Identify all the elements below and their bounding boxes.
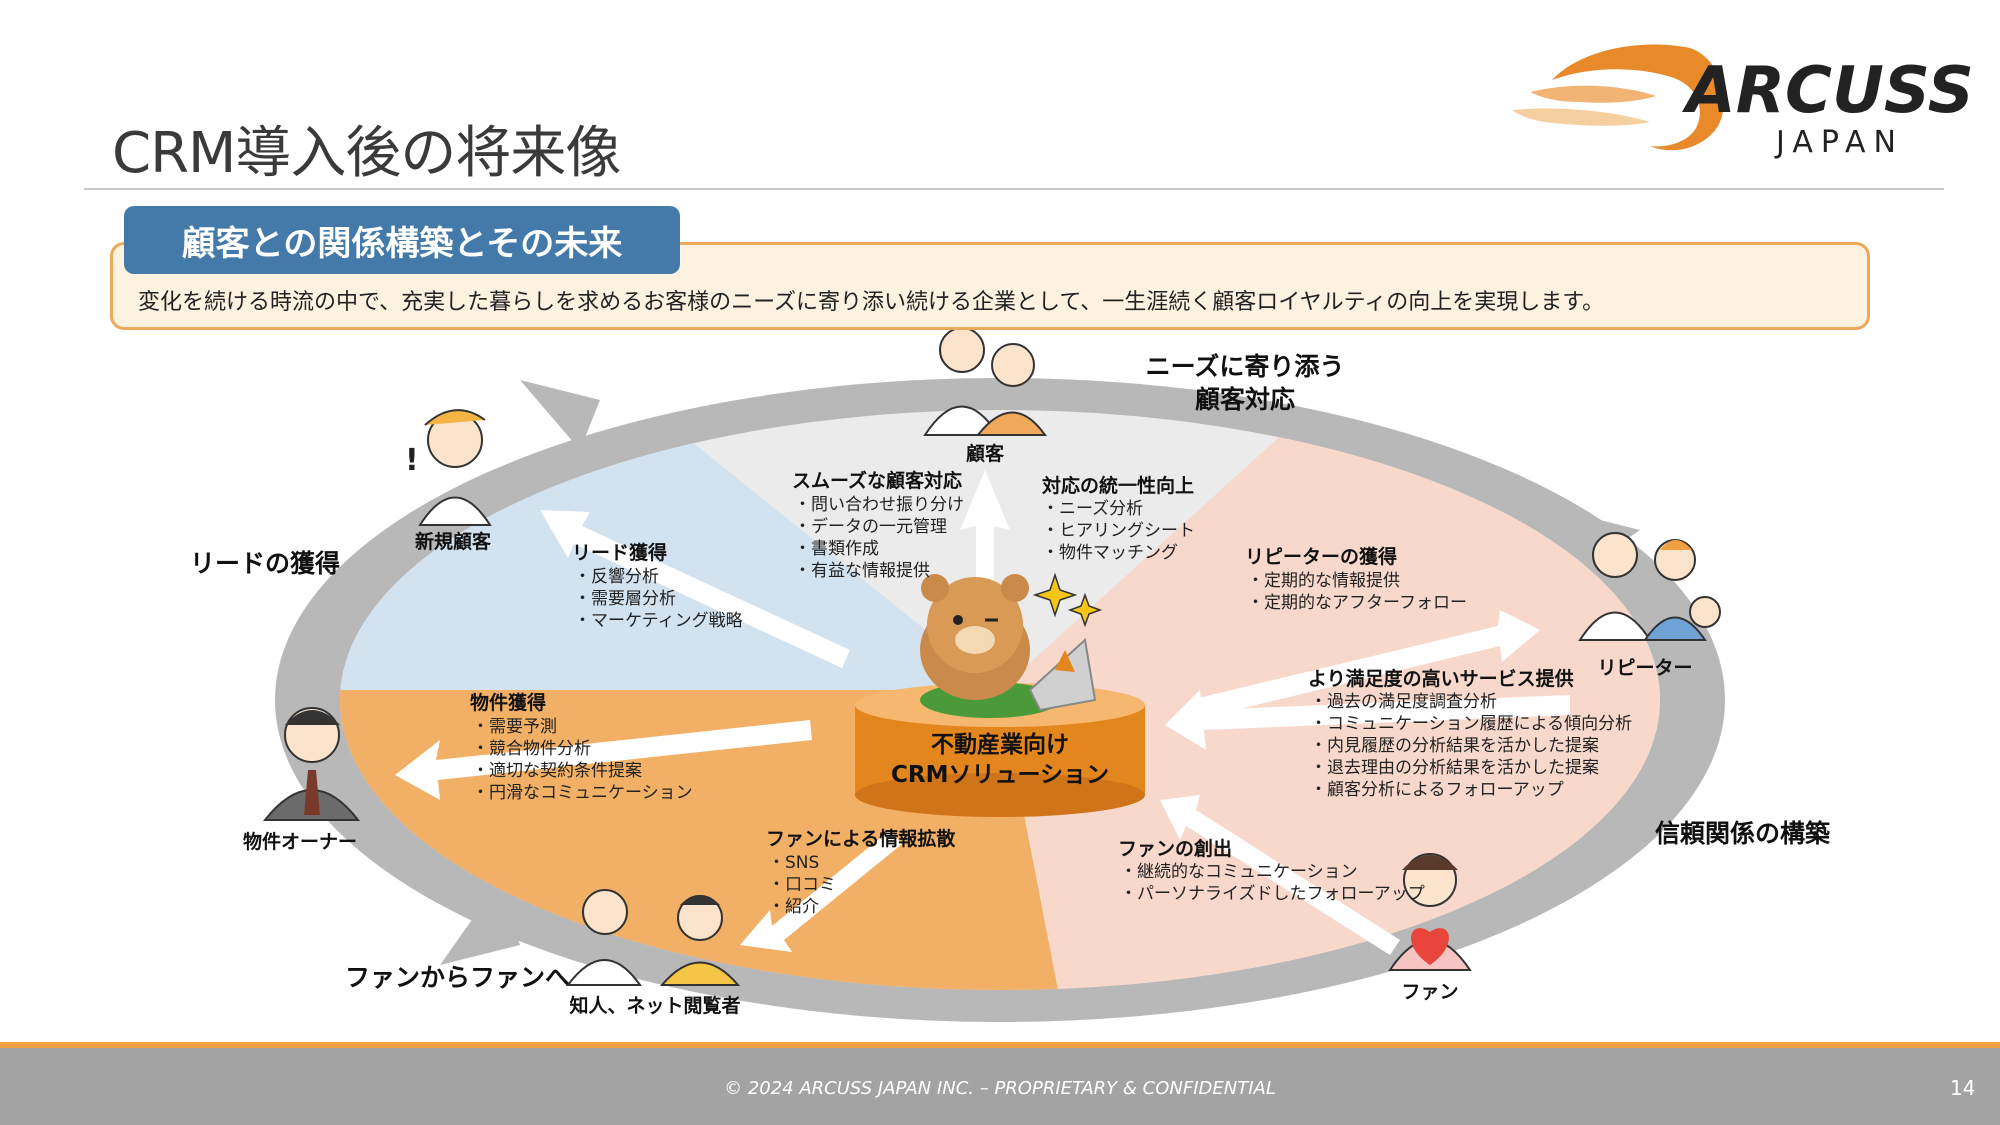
flow-arrows (395, 470, 1570, 955)
block-item: ・内見履歴の分析結果を活かした提案 (1310, 736, 1599, 756)
block-title: 対応の統一性向上 (1041, 474, 1194, 497)
laptop-icon (1028, 638, 1097, 712)
block-item: ・需要予測 (472, 717, 557, 737)
actor-repeater: リピーター (1597, 657, 1692, 679)
block-item: ・過去の満足度調査分析 (1310, 692, 1497, 712)
actor-customer: 顧客 (966, 442, 1005, 465)
block-item: ・書類作成 (794, 539, 879, 559)
actor-fan: ファン (1401, 981, 1458, 1003)
center-label-line1: 不動産業向け (931, 731, 1069, 758)
block-unified-response: 対応の統一性向上 ・ニーズ分析 ・ヒアリングシート ・物件マッチング (1041, 474, 1195, 563)
arrow-owner (395, 720, 812, 800)
footer-bar (0, 1048, 2000, 1125)
actor-property-owner: 物件オーナー (243, 830, 357, 853)
block-item: ・退去理由の分析結果を活かした提案 (1310, 758, 1599, 778)
svg-text:!: ! (405, 443, 419, 478)
property-owner-icon (262, 707, 361, 821)
block-title: 物件獲得 (470, 691, 546, 714)
label-fan-to-fan: ファンからファンへ (345, 963, 570, 992)
block-smooth-response: スムーズな顧客対応 ・問い合わせ振り分け ・データの一元管理 ・書類作成 ・有益… (792, 469, 964, 581)
block-title: より満足度の高いサービス提供 (1308, 667, 1574, 690)
logo-sub-text: JAPAN (1774, 125, 1904, 160)
block-item: ・顧客分析によるフォローアップ (1310, 780, 1564, 800)
block-repeater-acquisition: リピーターの獲得 ・定期的な情報提供 ・定期的なアフターフォロー (1245, 545, 1467, 613)
center-label-line2: CRMソリューション (891, 762, 1109, 788)
block-item: ・円滑なコミュニケーション (472, 783, 693, 803)
actor-acquaintance: 知人、ネット閲覧者 (569, 994, 740, 1017)
arrow-service (1165, 690, 1570, 750)
lion-emblem-icon (1512, 44, 1724, 151)
footer-accent-line (0, 1042, 2000, 1048)
block-item: ・ヒアリングシート (1042, 521, 1195, 541)
arrow-customer (960, 470, 1010, 605)
block-item: ・SNS (768, 853, 819, 873)
sparkle-icon (1032, 572, 1103, 628)
customer-couple-icon (923, 330, 1047, 436)
footer-copyright: © 2024 ARCUSS JAPAN INC. – PROPRIETARY &… (724, 1078, 1276, 1099)
fan-icon (1388, 853, 1472, 971)
ring-arrowhead (520, 380, 600, 450)
block-item: ・継続的なコミュニケーション (1120, 862, 1358, 882)
block-item: ・コミュニケーション履歴による傾向分析 (1310, 714, 1632, 734)
label-needs-line2: 顧客対応 (1195, 385, 1295, 414)
new-customer-icon: ! (405, 409, 492, 526)
arrow-repeater (1190, 610, 1540, 720)
block-item: ・反響分析 (574, 567, 659, 587)
block-property-acquisition: 物件獲得 ・需要予測 ・競合物件分析 ・適切な契約条件提案 ・円滑なコミュニケー… (470, 691, 693, 803)
block-item: ・適切な契約条件提案 (472, 761, 642, 781)
ring-arrowhead (440, 880, 520, 965)
block-item: ・マーケティング戦略 (574, 611, 743, 631)
block-item: ・需要層分析 (574, 589, 676, 609)
block-title: スムーズな顧客対応 (792, 469, 962, 492)
arrow-fan (1160, 795, 1400, 955)
crm-cycle-diagram: 不動産業向け CRMソリューション ニーズに寄り添う 顧客対応 リードの獲得 信… (190, 330, 1831, 1022)
block-item: ・競合物件分析 (472, 739, 591, 759)
acquaintance-icon (566, 889, 741, 986)
page-number: 14 (1950, 1076, 1976, 1100)
page-title: CRM導入後の将来像 (112, 121, 621, 186)
block-item: ・定期的な情報提供 (1247, 571, 1400, 591)
block-item: ・物件マッチング (1042, 543, 1178, 563)
block-title: ファンによる情報拡散 (766, 827, 955, 850)
block-item: ・紹介 (768, 897, 819, 917)
block-item: ・パーソナライズドしたフォローアップ (1120, 884, 1425, 904)
arcuss-logo: ARCUSS JAPAN (1512, 44, 1974, 160)
block-item: ・定期的なアフターフォロー (1247, 593, 1467, 613)
block-item: ・有益な情報提供 (794, 561, 930, 581)
label-trust: 信頼関係の構築 (1655, 819, 1831, 848)
label-needs-line1: ニーズに寄り添う (1146, 352, 1345, 381)
block-item: ・データの一元管理 (794, 516, 947, 537)
block-title: リピーターの獲得 (1245, 545, 1397, 568)
block-fan-spread: ファンによる情報拡散 ・SNS ・口コミ ・紹介 (766, 827, 955, 917)
block-better-service: より満足度の高いサービス提供 ・過去の満足度調査分析 ・コミュニケーション履歴に… (1308, 667, 1632, 800)
label-lead: リードの獲得 (190, 549, 340, 578)
block-item: ・ニーズ分析 (1042, 499, 1143, 519)
block-lead-acquisition: リード獲得 ・反響分析 ・需要層分析 ・マーケティング戦略 (572, 541, 743, 631)
block-item: ・問い合わせ振り分け (794, 495, 964, 515)
actor-new-customer: 新規顧客 (415, 530, 492, 553)
arrow-spread (740, 830, 902, 952)
arrow-lead (540, 510, 850, 668)
repeater-family-icon (1578, 532, 1721, 641)
title-divider (84, 188, 1944, 190)
segment-trust (1000, 410, 1660, 990)
bear-mascot-icon (920, 574, 1060, 718)
block-item: ・口コミ (768, 875, 836, 895)
block-title: リード獲得 (572, 541, 667, 564)
block-fan-creation: ファンの創出 ・継続的なコミュニケーション ・パーソナライズドしたフォローアップ (1118, 837, 1425, 904)
block-title: ファンの創出 (1118, 837, 1232, 860)
logo-brand-text: ARCUSS (1681, 54, 1974, 128)
section-description: 変化を続ける時流の中で、充実した暮らしを求めるお客様のニーズに寄り添い続ける企業… (138, 290, 1605, 315)
section-tab: 顧客との関係構築とその未来 (124, 206, 680, 274)
